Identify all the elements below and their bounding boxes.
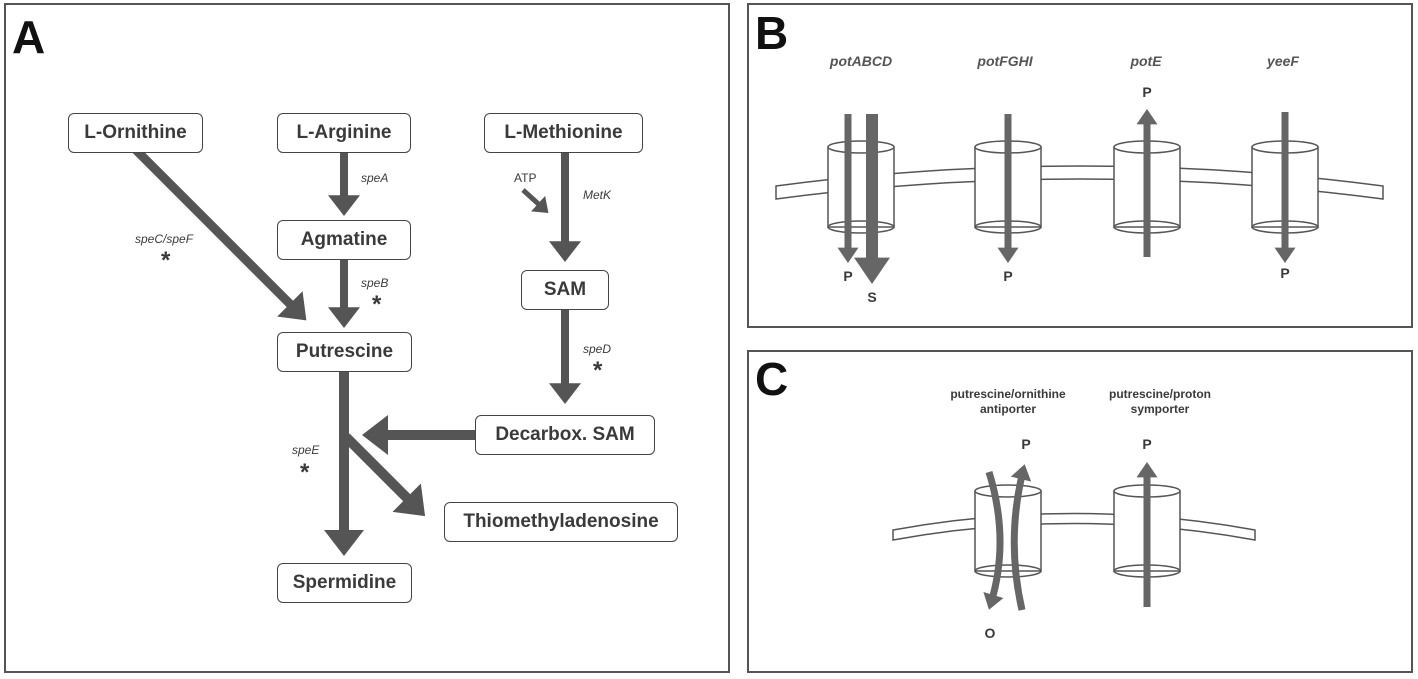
node-l-arginine: L-Arginine bbox=[277, 113, 411, 153]
label-symporter-line1: putrescine/proton bbox=[1108, 387, 1212, 401]
enzyme-speB: speB bbox=[361, 276, 389, 290]
speB-essential-star: * bbox=[372, 291, 382, 318]
node-sam: SAM bbox=[521, 270, 609, 310]
label-antiporter-line1: putrescine/ornithine bbox=[950, 387, 1066, 401]
label-potABCD-s: S bbox=[867, 289, 877, 305]
channel-antiporter bbox=[974, 484, 1042, 578]
label-potABCD: potABCD bbox=[829, 53, 893, 69]
panel-a-letter: A bbox=[12, 11, 46, 63]
label-yeeF-p: P bbox=[1280, 265, 1290, 281]
node-l-methionine: L-Methionine bbox=[484, 113, 643, 153]
atp-label: ATP bbox=[514, 171, 537, 185]
label-potFGHI: potFGHI bbox=[977, 53, 1033, 69]
enzyme-speA: speA bbox=[361, 171, 389, 185]
node-thiomethyladenosine: Thiomethyladenosine bbox=[444, 502, 678, 542]
enzyme-metK: MetK bbox=[583, 188, 612, 202]
membrane-c bbox=[892, 512, 1256, 541]
label-symporter-p: P bbox=[1142, 436, 1152, 452]
label-symporter: putrescine/proton symporter bbox=[1109, 387, 1211, 417]
label-potFGHI-p: P bbox=[1003, 268, 1013, 284]
speC-essential-star: * bbox=[161, 247, 171, 274]
node-decarbox-sam: Decarbox. SAM bbox=[475, 415, 655, 455]
arrow-junction-thiomethyladenosine bbox=[342, 433, 426, 517]
node-agmatine: Agmatine bbox=[277, 220, 411, 260]
enzyme-speC-speF: speC/speF bbox=[135, 232, 194, 246]
node-l-ornithine: L-Ornithine bbox=[68, 113, 203, 153]
arrow-atp bbox=[521, 188, 549, 214]
speE-essential-star: * bbox=[300, 459, 310, 486]
label-symporter-line2: symporter bbox=[1130, 402, 1190, 416]
label-antiporter-p: P bbox=[1021, 436, 1031, 452]
label-antiporter-o: O bbox=[984, 625, 996, 641]
label-antiporter-line2: antiporter bbox=[979, 402, 1037, 416]
speD-essential-star: * bbox=[593, 357, 603, 384]
label-potE-p: P bbox=[1142, 84, 1152, 100]
arrow-ornithine-putrescine bbox=[132, 146, 307, 321]
arrow-antiporter-o bbox=[983, 470, 1004, 610]
label-yeeF: yeeF bbox=[1267, 53, 1299, 69]
arrow-antiporter-p bbox=[1010, 464, 1032, 611]
label-antiporter: putrescine/ornithine antiporter bbox=[950, 387, 1065, 417]
panel-b-letter: B bbox=[755, 7, 789, 59]
node-putrescine: Putrescine bbox=[277, 332, 412, 372]
label-potE: potE bbox=[1130, 53, 1162, 69]
panel-c bbox=[747, 350, 1413, 673]
enzyme-speE: speE bbox=[292, 443, 320, 457]
label-potABCD-p: P bbox=[843, 268, 853, 284]
panel-c-letter: C bbox=[755, 353, 789, 405]
node-spermidine: Spermidine bbox=[277, 563, 412, 603]
enzyme-speD: speD bbox=[583, 342, 612, 356]
